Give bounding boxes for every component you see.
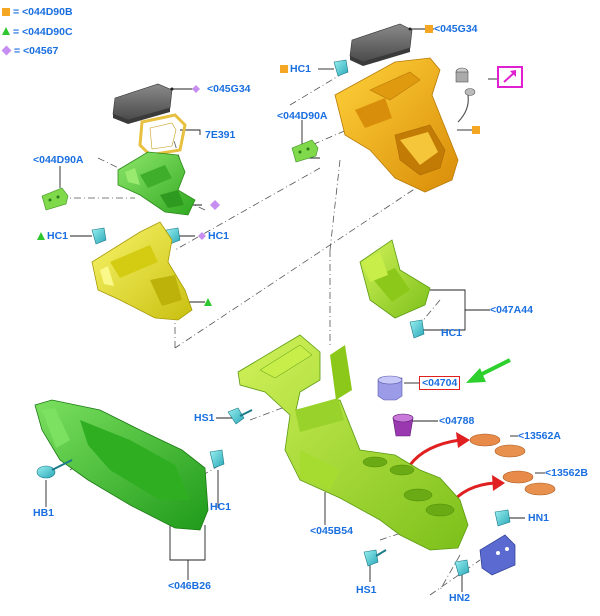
label-045g34-top[interactable]: <045G34 xyxy=(434,23,478,35)
label-047a44[interactable]: <047A44 xyxy=(490,304,533,316)
mats-13562b xyxy=(502,470,556,496)
cupholder-insert xyxy=(377,375,403,401)
storage-pocket xyxy=(359,239,431,319)
bracket-right xyxy=(291,139,319,163)
clip-hc1-top xyxy=(280,59,349,77)
label-045b54[interactable]: <045B54 xyxy=(310,525,353,537)
label-hn1[interactable]: HN1 xyxy=(528,512,550,524)
nut-hn2 xyxy=(454,559,470,577)
clips-hc1-mid xyxy=(37,227,206,245)
legend-item-square: = <044D90B xyxy=(2,6,73,18)
screw-hs1-bot xyxy=(363,549,387,567)
label-045g34-mid[interactable]: <045G34 xyxy=(207,83,251,95)
label-hc1-right[interactable]: HC1 xyxy=(441,327,463,339)
nut-hn1 xyxy=(494,509,511,527)
side-panel xyxy=(34,399,209,531)
bracket-left xyxy=(41,187,69,211)
label-hc1-mid-right[interactable]: HC1 xyxy=(208,230,230,242)
power-outlet xyxy=(455,67,476,123)
bracket-lower-right xyxy=(479,534,516,576)
green-bezel xyxy=(117,151,220,216)
label-hc1-low[interactable]: HC1 xyxy=(210,501,232,513)
label-hs1-mid[interactable]: HS1 xyxy=(194,412,215,424)
label-044d90a-left[interactable]: <044D90A xyxy=(33,154,84,166)
label-04704[interactable]: <04704 xyxy=(419,376,461,390)
bolt-hb1 xyxy=(36,459,73,479)
main-console xyxy=(237,334,469,551)
pointer-box xyxy=(497,66,523,88)
label-13562a[interactable]: <13562A xyxy=(518,430,561,442)
label-046b26[interactable]: <046B26 xyxy=(168,580,211,592)
label-13562b[interactable]: <13562B xyxy=(545,467,588,479)
label-044d90a-right[interactable]: <044D90A xyxy=(277,110,328,122)
bin-cover-mid xyxy=(112,83,200,124)
legend-item-triangle: = <044D90C xyxy=(2,26,73,38)
label-hs1-bot[interactable]: HS1 xyxy=(356,584,377,596)
label-7e391[interactable]: 7E391 xyxy=(205,129,236,141)
label-hn2[interactable]: HN2 xyxy=(449,592,471,604)
trim-frame-7e391 xyxy=(138,113,187,157)
orange-bezel xyxy=(334,57,480,193)
clip-hc1-right xyxy=(409,319,425,339)
green-pointer-arrow xyxy=(466,358,511,383)
purple-diamond-icon xyxy=(1,45,12,56)
yellow-bezel xyxy=(91,221,212,321)
label-hc1-left[interactable]: HC1 xyxy=(47,230,69,242)
bin-cover-top xyxy=(349,23,413,66)
orange-square-icon xyxy=(425,25,433,33)
legend-item-diamond: = <04567 xyxy=(1,45,58,57)
mats-13562a xyxy=(469,433,526,458)
cup-04788 xyxy=(392,413,414,437)
orange-square-icon xyxy=(2,8,10,16)
screw-hs1-mid xyxy=(227,407,253,425)
green-triangle-icon xyxy=(2,27,10,35)
label-04788[interactable]: <04788 xyxy=(439,415,475,427)
label-hc1-top[interactable]: HC1 xyxy=(290,63,312,75)
label-hb1[interactable]: HB1 xyxy=(33,507,55,519)
clip-hc1-low xyxy=(209,449,225,469)
